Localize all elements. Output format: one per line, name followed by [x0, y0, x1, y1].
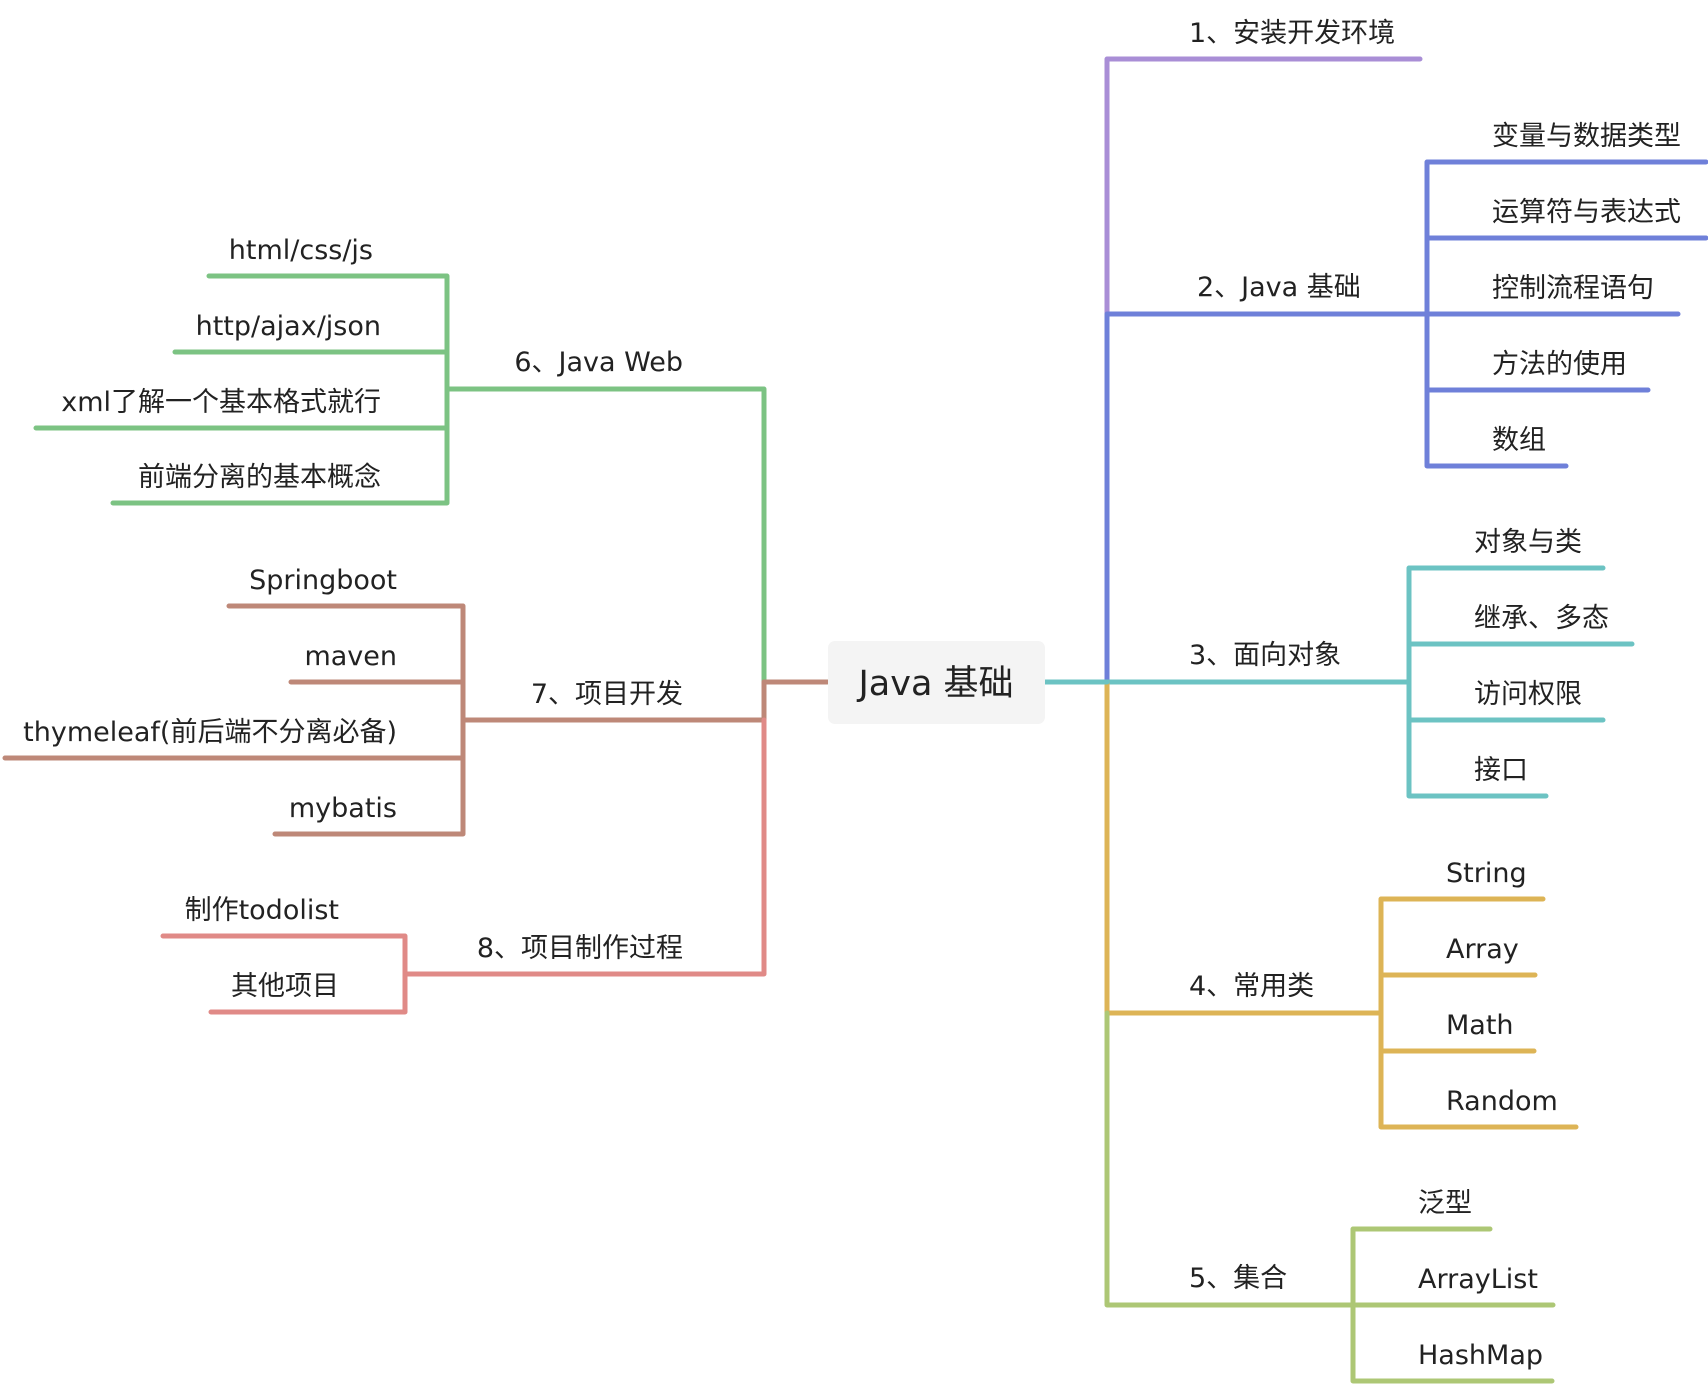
leaf-3-1[interactable]: 对象与类 — [1474, 527, 1582, 558]
leaf-3-3[interactable]: 访问权限 — [1474, 679, 1582, 710]
branch-6-label[interactable]: 6、Java Web — [514, 347, 683, 378]
leaf-4-2[interactable]: Array — [1446, 934, 1519, 965]
branch-4-edge — [1104, 679, 1384, 1016]
leaf-5-3[interactable]: HashMap — [1418, 1340, 1543, 1371]
leaf-2-1[interactable]: 变量与数据类型 — [1492, 121, 1681, 152]
branch-5-edge — [1104, 1010, 1356, 1308]
leaf-6-1[interactable]: html/css/js — [229, 235, 373, 266]
root-node-box — [828, 641, 1045, 724]
leaf-6-2[interactable]: http/ajax/json — [196, 311, 381, 342]
leaf-5-1[interactable]: 泛型 — [1418, 1188, 1472, 1219]
branch-4-label[interactable]: 4、常用类 — [1189, 971, 1314, 1002]
branch-5-label[interactable]: 5、集合 — [1189, 1263, 1287, 1294]
leaf-2-3[interactable]: 控制流程语句 — [1492, 273, 1654, 304]
leaf-2-4[interactable]: 方法的使用 — [1492, 349, 1627, 380]
branch-1-edge — [1104, 56, 1423, 685]
root-node[interactable]: Java 基础 — [828, 641, 1045, 724]
root-node-label: Java 基础 — [856, 664, 1013, 704]
leaf-2-2[interactable]: 运算符与表达式 — [1492, 197, 1681, 228]
leaf-6-3[interactable]: xml了解一个基本格式就行 — [61, 387, 381, 418]
branch-2-edge — [1104, 311, 1430, 685]
branch-2-label[interactable]: 2、Java 基础 — [1197, 272, 1361, 303]
branch-6-edge — [444, 386, 830, 685]
branch-4-children-edges — [1378, 896, 1579, 1130]
leaf-8-1[interactable]: 制作todolist — [185, 895, 339, 926]
branch-labels: 1、安装开发环境 2、Java 基础 3、面向对象 4、常用类 5、集合 6、J… — [477, 18, 1395, 1294]
branch-7-children-edges — [2, 603, 466, 837]
branch-2-children-edges — [1424, 159, 1708, 469]
leaf-2-5[interactable]: 数组 — [1492, 425, 1546, 456]
leaf-3-4[interactable]: 接口 — [1474, 755, 1528, 786]
leaf-3-2[interactable]: 继承、多态 — [1474, 603, 1609, 634]
branch-1-label[interactable]: 1、安装开发环境 — [1189, 18, 1395, 49]
branch-8-children-edges — [160, 933, 408, 1015]
leaf-labels: 变量与数据类型 运算符与表达式 控制流程语句 方法的使用 数组 对象与类 继承、… — [23, 121, 1681, 1371]
branch-8-edge — [402, 717, 767, 977]
leaf-8-2[interactable]: 其他项目 — [231, 971, 339, 1002]
leaf-7-3[interactable]: thymeleaf(前后端不分离必备) — [23, 717, 397, 748]
leaf-4-1[interactable]: String — [1446, 858, 1527, 889]
leaf-7-2[interactable]: maven — [304, 641, 397, 672]
branch-3-label[interactable]: 3、面向对象 — [1189, 640, 1341, 671]
edges-layer — [2, 56, 1708, 1384]
branch-3-children-edges — [1406, 565, 1635, 799]
branch-7-label[interactable]: 7、项目开发 — [531, 679, 683, 710]
leaf-6-4[interactable]: 前端分离的基本概念 — [138, 462, 381, 493]
leaf-7-1[interactable]: Springboot — [249, 565, 397, 596]
leaf-4-4[interactable]: Random — [1446, 1086, 1558, 1117]
leaf-7-4[interactable]: mybatis — [289, 793, 397, 824]
leaf-5-2[interactable]: ArrayList — [1418, 1264, 1538, 1295]
branch-5-children-edges — [1350, 1226, 1556, 1384]
leaf-4-3[interactable]: Math — [1446, 1010, 1514, 1041]
branch-6-children-edges — [33, 273, 450, 506]
branch-8-label[interactable]: 8、项目制作过程 — [477, 933, 683, 964]
